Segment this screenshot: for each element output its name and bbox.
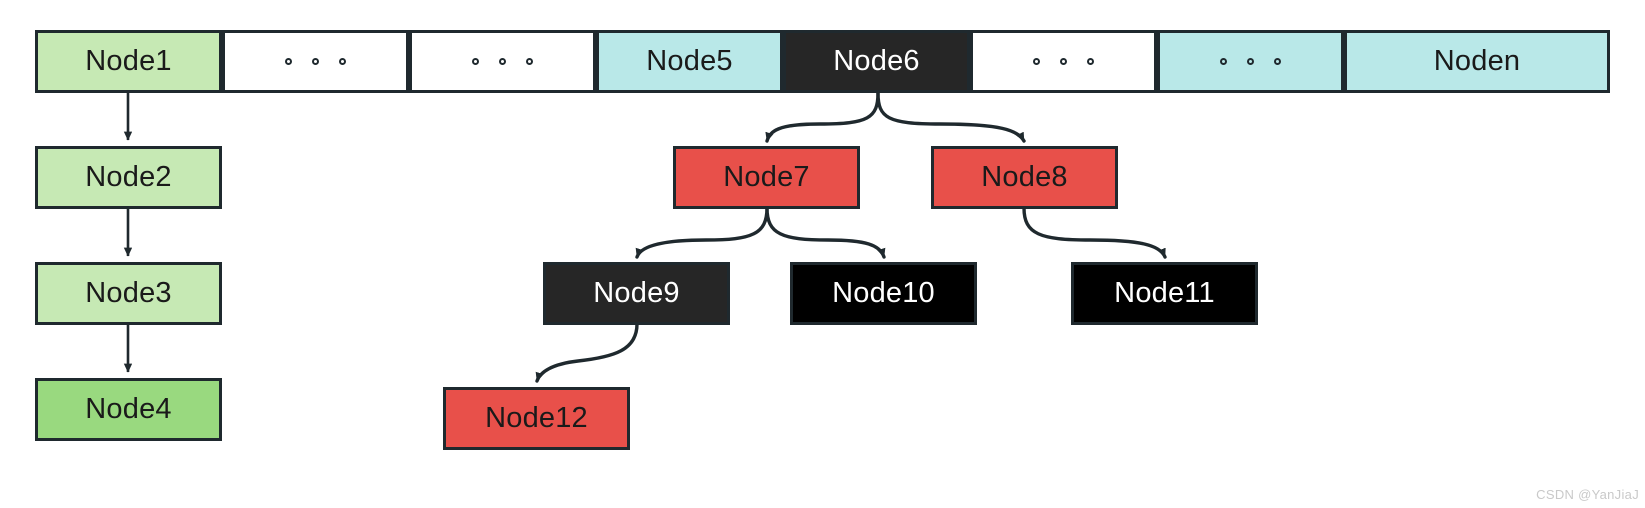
dot-icon (312, 58, 319, 65)
dot-icon (526, 58, 533, 65)
dot-icon (1247, 58, 1254, 65)
bucket-cell-label: Node5 (646, 45, 733, 77)
edge-node8-node11 (1022, 206, 1167, 259)
edge-node7-node10 (765, 206, 886, 259)
bucket-cell-ellipsis-1[interactable] (222, 30, 409, 93)
node-node9[interactable]: Node9 (543, 262, 730, 325)
node-label: Node2 (85, 161, 172, 193)
node-label: Node10 (832, 277, 935, 309)
dot-icon (339, 58, 346, 65)
node-label: Node9 (593, 277, 680, 309)
ellipsis-dots (1220, 58, 1281, 65)
dot-icon (1087, 58, 1094, 65)
bucket-cell-node5[interactable]: Node5 (596, 30, 783, 93)
bucket-cell-ellipsis-3[interactable] (970, 30, 1157, 93)
bucket-cell-label: Node6 (833, 45, 920, 77)
node-node3[interactable]: Node3 (35, 262, 222, 325)
node-node11[interactable]: Node11 (1071, 262, 1258, 325)
node-node4[interactable]: Node4 (35, 378, 222, 441)
node-node12[interactable]: Node12 (443, 387, 630, 450)
node-node2[interactable]: Node2 (35, 146, 222, 209)
node-label: Node3 (85, 277, 172, 309)
node-label: Node7 (723, 161, 810, 193)
node-label: Node4 (85, 393, 172, 425)
edge-node7-node9 (635, 206, 769, 259)
dot-icon (1274, 58, 1281, 65)
node-label: Node8 (981, 161, 1068, 193)
ellipsis-dots (472, 58, 533, 65)
dot-icon (499, 58, 506, 65)
dot-icon (285, 58, 292, 65)
dot-icon (1033, 58, 1040, 65)
bucket-cell-label: Node1 (85, 45, 172, 77)
node-node7[interactable]: Node7 (673, 146, 860, 209)
bucket-cell-label: Noden (1433, 45, 1521, 77)
node-label: Node11 (1114, 277, 1215, 309)
bucket-cell-node1[interactable]: Node1 (35, 30, 222, 93)
ellipsis-dots (285, 58, 346, 65)
dot-icon (472, 58, 479, 65)
node-label: Node12 (485, 402, 588, 434)
edge-node9-node12 (535, 322, 639, 383)
dot-icon (1060, 58, 1067, 65)
bucket-cell-ellipsis-2[interactable] (409, 30, 596, 93)
watermark: CSDN @YanJiaJ (1536, 487, 1639, 502)
node-node10[interactable]: Node10 (790, 262, 977, 325)
bucket-cell-ellipsis-4[interactable] (1157, 30, 1344, 93)
dot-icon (1220, 58, 1227, 65)
bucket-cell-noden[interactable]: Noden (1344, 30, 1610, 93)
bucket-cell-node6[interactable]: Node6 (783, 30, 970, 93)
edge-node6-node8 (876, 91, 1026, 143)
node-node8[interactable]: Node8 (931, 146, 1118, 209)
ellipsis-dots (1033, 58, 1094, 65)
edge-node6-node7 (765, 91, 880, 143)
